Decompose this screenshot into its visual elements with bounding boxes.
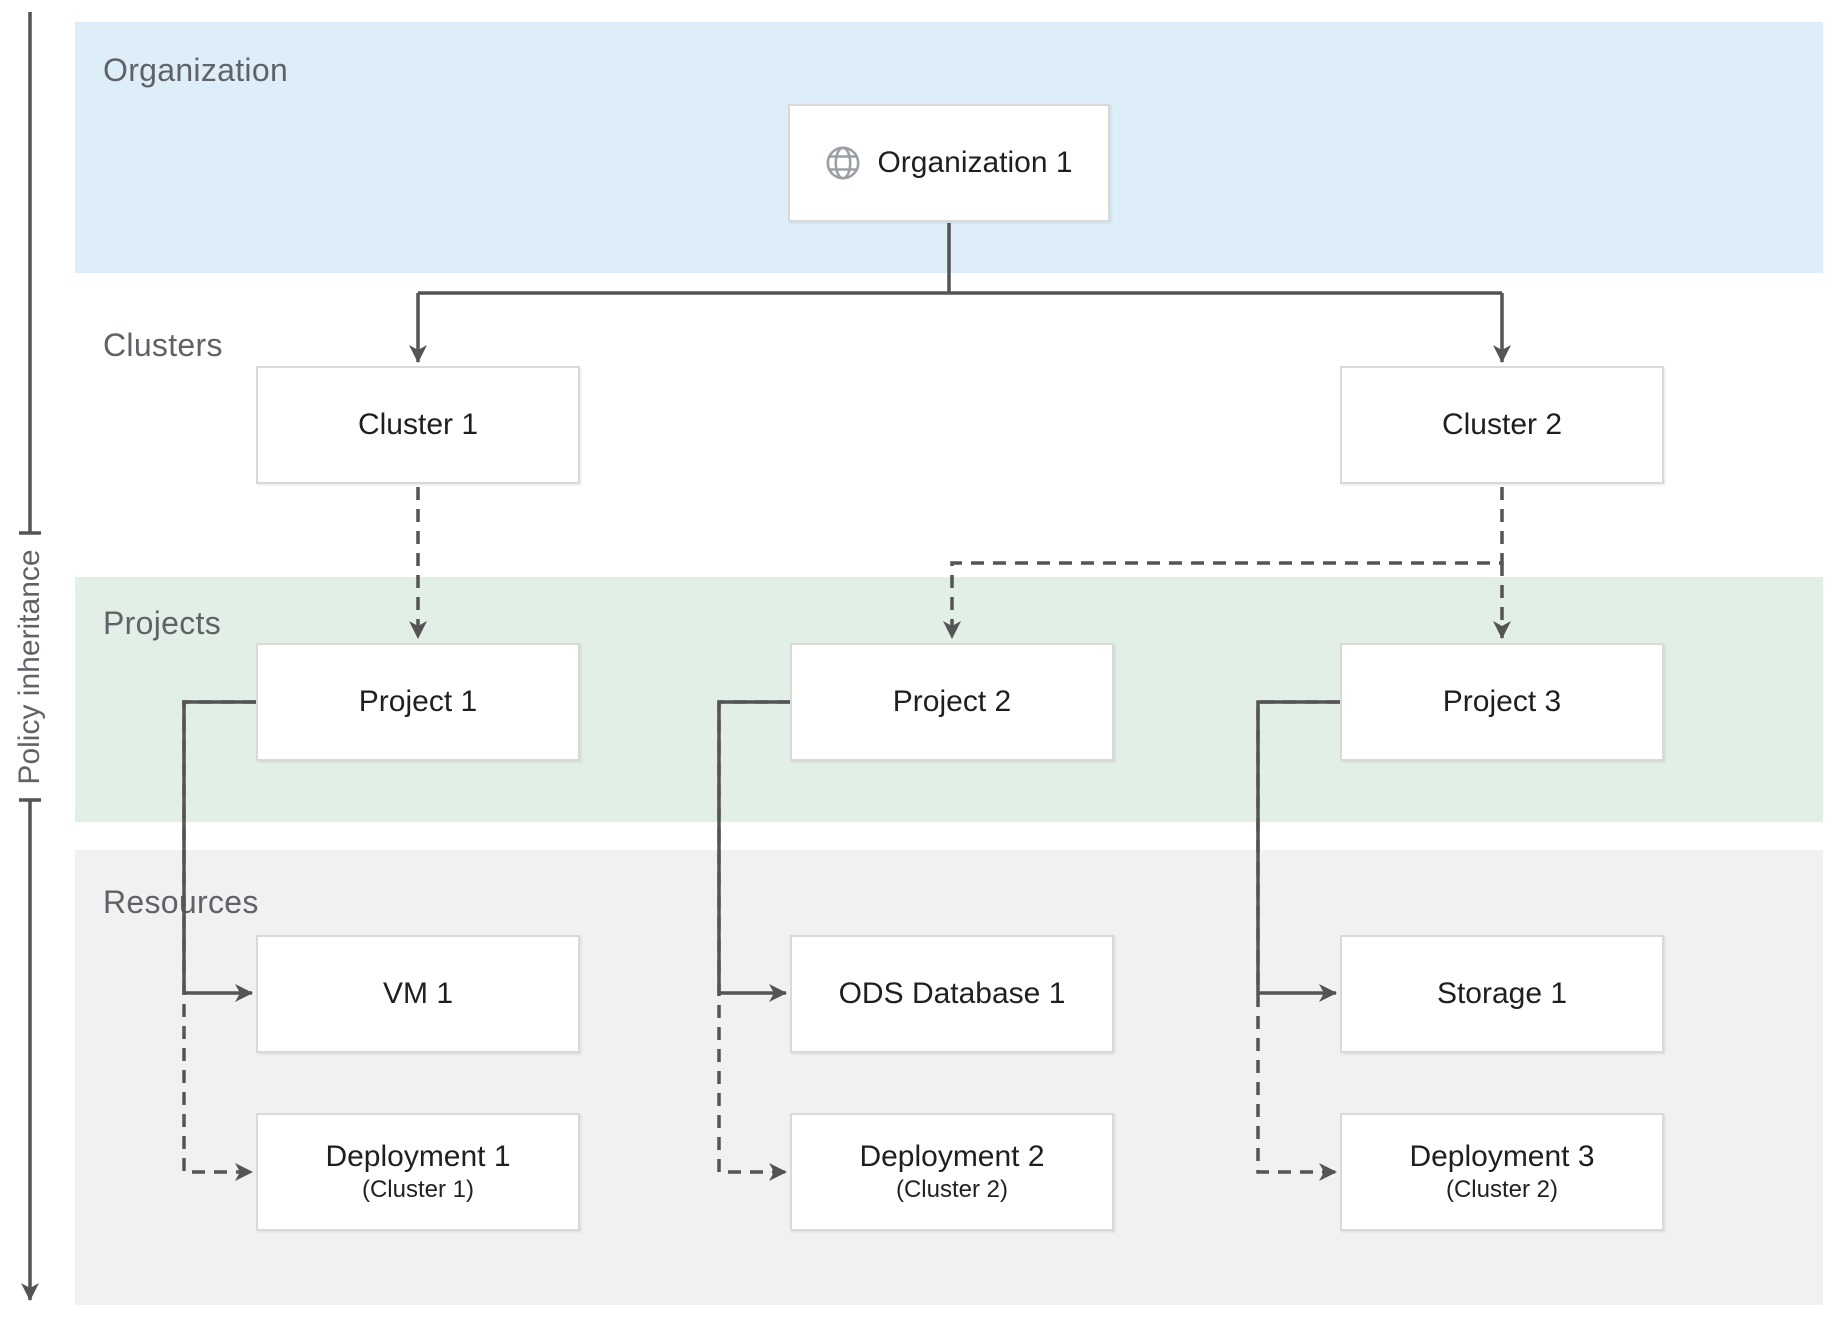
node-label: Storage 1 bbox=[1436, 976, 1568, 1010]
node-label: Deployment 2 bbox=[859, 1139, 1045, 1173]
node-deployment-1: Deployment 1 (Cluster 1) bbox=[256, 1113, 580, 1231]
organization-band-label: Organization bbox=[103, 52, 289, 88]
node-label: Organization 1 bbox=[877, 145, 1073, 179]
node-deployment-2: Deployment 2 (Cluster 2) bbox=[790, 1113, 1114, 1231]
projects-band-label: Projects bbox=[103, 605, 221, 641]
resources-band-label: Resources bbox=[103, 884, 259, 920]
node-label: Deployment 3 bbox=[1409, 1139, 1595, 1173]
node-label: Cluster 1 bbox=[357, 407, 479, 441]
node-project-2: Project 2 bbox=[790, 643, 1114, 761]
node-project-3: Project 3 bbox=[1340, 643, 1664, 761]
globe-icon bbox=[825, 145, 861, 181]
node-label: VM 1 bbox=[382, 976, 454, 1010]
node-label: ODS Database 1 bbox=[838, 976, 1066, 1010]
node-deployment-3: Deployment 3 (Cluster 2) bbox=[1340, 1113, 1664, 1231]
node-vm-1: VM 1 bbox=[256, 935, 580, 1053]
node-sublabel: (Cluster 2) bbox=[1445, 1176, 1559, 1204]
node-organization-1: Organization 1 bbox=[788, 104, 1110, 222]
policy-inheritance-label: Policy inheritance bbox=[13, 549, 46, 785]
node-label: Deployment 1 bbox=[325, 1139, 511, 1173]
node-project-1: Project 1 bbox=[256, 643, 580, 761]
node-sublabel: (Cluster 2) bbox=[895, 1176, 1009, 1204]
node-sublabel: (Cluster 1) bbox=[361, 1176, 475, 1204]
node-cluster-2: Cluster 2 bbox=[1340, 366, 1664, 484]
node-cluster-1: Cluster 1 bbox=[256, 366, 580, 484]
node-ods-database-1: ODS Database 1 bbox=[790, 935, 1114, 1053]
node-label: Cluster 2 bbox=[1441, 407, 1563, 441]
clusters-band-label: Clusters bbox=[103, 327, 223, 363]
node-label: Project 3 bbox=[1442, 684, 1562, 718]
node-label: Project 2 bbox=[892, 684, 1012, 718]
node-label: Project 1 bbox=[358, 684, 478, 718]
node-storage-1: Storage 1 bbox=[1340, 935, 1664, 1053]
resources-band bbox=[75, 850, 1823, 1305]
